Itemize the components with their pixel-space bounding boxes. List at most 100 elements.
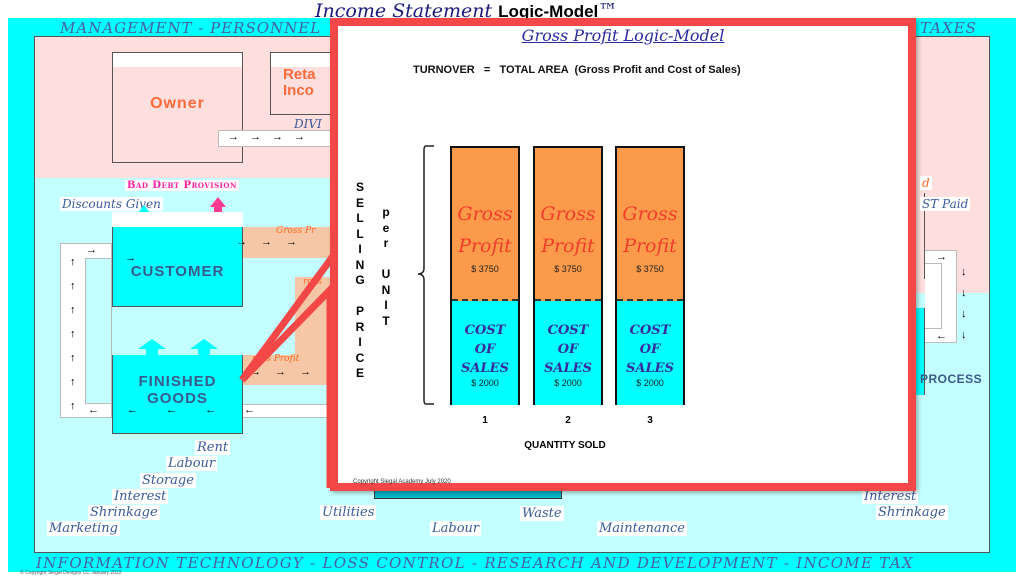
y-label-letter: I (358, 335, 362, 349)
popup-copyright: Copyright Siegal Academy July 2020 (353, 479, 451, 485)
right-flow-label: d (920, 176, 932, 190)
discounts-label: Discounts Given (60, 197, 163, 211)
dividends-label: DIVI (294, 117, 322, 131)
qty-label: 2 (565, 415, 571, 426)
expense-labour-process: Labour (430, 521, 482, 536)
expense-labour: Labour (166, 456, 218, 471)
band-bottom: INFORMATION TECHNOLOGY - LOSS CONTROL - … (36, 554, 914, 572)
per-unit-letter (380, 252, 392, 268)
cs-value: $ 2000 (636, 378, 664, 388)
gp-value: $ 3750 (554, 264, 582, 274)
cs-label: SALES (626, 361, 674, 376)
gp-label: Profit (541, 235, 595, 257)
x-axis-label: QUANTITY SOLD (524, 440, 606, 451)
bar-3: Gross Profit $ 3750 COST OF SALES $ 2000… (615, 146, 685, 426)
retained-income-box: Reta Inco (270, 52, 340, 115)
dividend-pipe (218, 130, 333, 147)
expense-interest-right: Interest (862, 489, 919, 504)
process-label: PROCESS (920, 372, 983, 386)
customer-box: CUSTOMER (112, 212, 243, 307)
per-unit-letter: U (381, 267, 391, 281)
pipe-gap (85, 258, 112, 404)
per-unit-letter: r (383, 236, 389, 250)
finished-goods-label: FINISHED GOODS (138, 373, 217, 407)
gp-label: Profit (623, 235, 677, 257)
y-label-letter: G (355, 273, 365, 287)
right-arrow: → (936, 251, 947, 263)
cs-label: COST (547, 323, 589, 338)
cs-label: COST (629, 323, 671, 338)
expense-shrinkage-right: Shrinkage (876, 505, 948, 520)
up-arrows: ↑↑↑↑↑↑↑ (70, 256, 76, 412)
expense-rent: Rent (195, 440, 231, 455)
expense-maintenance: Maintenance (597, 521, 687, 536)
cs-label: SALES (461, 361, 509, 376)
gp-value: $ 3750 (471, 264, 499, 274)
up-arrows-finished-goods (138, 339, 218, 356)
per-unit-letter: T (382, 313, 390, 328)
cs-label: OF (639, 342, 661, 357)
band-top-right: TAXES (920, 19, 977, 37)
gross-profit-segment: Gross Profit $ 3750 (535, 148, 601, 301)
y-label-letter: L (356, 211, 364, 225)
bad-debt-label: Bad Debt Provision (125, 180, 239, 191)
y-label-letter (354, 289, 366, 305)
pipe-gap (925, 263, 942, 329)
bar-2: Gross Profit $ 3750 COST OF SALES $ 2000… (533, 146, 603, 426)
cost-of-sales-segment: COST OF SALES $ 2000 (452, 301, 518, 405)
right-arrows: →→→ (236, 236, 311, 248)
expense-marketing: Marketing (47, 521, 120, 536)
cs-label: OF (557, 342, 579, 357)
y-label-letter: P (355, 304, 364, 318)
cost-of-sales-segment: COST OF SALES $ 2000 (617, 301, 683, 405)
gp-label: Gross (622, 203, 678, 225)
cost-of-sales-segment: COST OF SALES $ 2000 (535, 301, 601, 405)
band-top-left: MANAGEMENT - PERSONNEL (60, 19, 322, 37)
return-pipe-bottom (243, 404, 331, 418)
cs-label: COST (464, 323, 506, 338)
right-arrows: →→→→ (228, 131, 316, 143)
finished-goods-box: FINISHED GOODS (112, 355, 243, 434)
gross-profit-flow-1 (243, 227, 331, 258)
y-label-letter: S (355, 180, 364, 194)
gp-label: Gross (540, 203, 596, 225)
gp-value: $ 3750 (636, 264, 664, 274)
cs-label: OF (474, 342, 496, 357)
gross-profit-label-2: ross Profit (252, 354, 300, 364)
down-arrows: ↓↓↓↓ (961, 266, 967, 341)
per-unit-letter: N (381, 282, 391, 297)
gp-label: Profit (458, 235, 512, 257)
owner-label: Owner (150, 95, 205, 112)
expense-waste: Waste (520, 506, 564, 521)
cs-label: SALES (544, 361, 592, 376)
bar-1: Gross Profit $ 3750 COST OF SALES $ 2000… (450, 146, 520, 426)
y-label-letter: E (355, 366, 364, 380)
cs-value: $ 2000 (471, 378, 499, 388)
page-title: Income Statement Logic-Model™ (315, 0, 618, 22)
gross-profit-label-1: Gross Pr (276, 226, 316, 236)
y-label-letter: C (355, 350, 365, 365)
left-arrows: ←←←←← (88, 404, 283, 416)
per-unit-letter: e (382, 220, 390, 235)
gp-label: Gross (457, 203, 513, 225)
y-label-letter: E (355, 195, 364, 210)
per-unit-letter: p (382, 205, 390, 219)
y-label-letter: R (355, 319, 365, 334)
y-label-letter: L (356, 226, 364, 241)
expense-utilities: Utilities (320, 505, 377, 520)
gross-profit-segment: Gross Profit $ 3750 (452, 148, 518, 301)
gross-profit-segment: Gross Profit $ 3750 (617, 148, 683, 301)
right-arrow: → (86, 244, 97, 256)
expense-interest: Interest (112, 489, 169, 504)
brace (417, 145, 434, 405)
y-label-letter: N (355, 257, 365, 272)
qty-label: 3 (647, 415, 653, 426)
gst-paid-label: ST Paid (920, 197, 971, 211)
highlight-pointer (239, 249, 339, 488)
expense-storage: Storage (140, 473, 196, 488)
right-arrows: →→→ (250, 366, 325, 378)
customer-label: CUSTOMER (130, 263, 225, 280)
copyright: © Copyright Siegal Designs CC January 20… (20, 570, 122, 576)
